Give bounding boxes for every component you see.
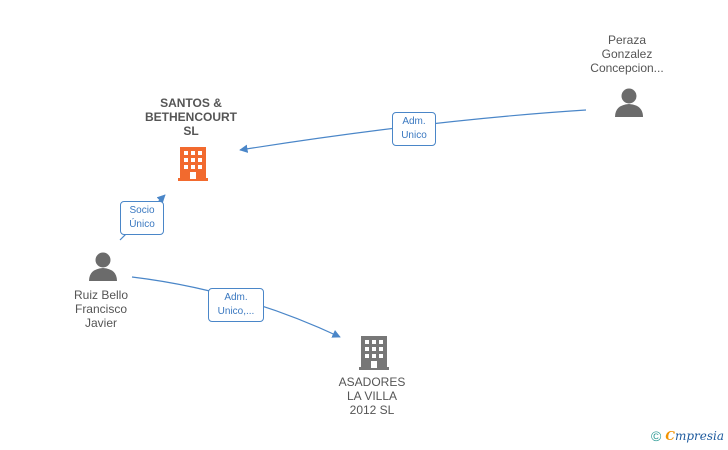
building-icon[interactable] [178, 147, 208, 181]
node-label-line: SL [183, 124, 199, 138]
brand-logo[interactable]: Cmpresia [665, 429, 724, 443]
edge-label-line: Unico,... [217, 306, 255, 317]
edge-label-line: Socio [129, 205, 155, 216]
building-icon[interactable] [359, 336, 389, 370]
node-label-line: Ruiz Bello [73, 288, 129, 302]
brand-logo-initial: C [665, 429, 675, 443]
node-label-ruiz[interactable]: Ruiz Bello Francisco Javier [51, 288, 151, 330]
node-label-peraza[interactable]: Peraza Gonzalez Concepcion... [574, 33, 680, 75]
node-label-line: Javier [84, 316, 117, 330]
node-label-line: SANTOS & [160, 96, 222, 110]
node-label-asadores[interactable]: ASADORES LA VILLA 2012 SL [322, 375, 422, 417]
edge-label-ruiz-santos[interactable]: Socio Único [120, 201, 164, 235]
copyright-icon: © [651, 428, 662, 444]
node-label-line: Peraza [607, 33, 647, 47]
node-label-line: Francisco [74, 302, 127, 316]
footer-brand: © Cmpresia [651, 428, 724, 444]
edge-label-line: Único [129, 219, 155, 230]
node-label-line: Concepcion... [590, 61, 664, 75]
edge-label-line: Adm. [402, 116, 426, 127]
edge-label-peraza-santos[interactable]: Adm. Unico [392, 112, 436, 146]
person-icon[interactable] [89, 252, 117, 282]
person-icon[interactable] [615, 88, 643, 118]
node-label-line: BETHENCOURT [145, 110, 237, 124]
edge-label-ruiz-asadores[interactable]: Adm. Unico,... [208, 288, 264, 322]
edge-label-line: Adm. [224, 292, 248, 303]
node-label-line: ASADORES [338, 375, 406, 389]
edge-label-line: Unico [401, 130, 427, 141]
node-label-line: LA VILLA [346, 389, 398, 403]
brand-logo-rest: mpresia [674, 429, 724, 443]
node-label-line: 2012 SL [349, 403, 395, 417]
node-label-santos[interactable]: SANTOS & BETHENCOURT SL [126, 96, 256, 138]
node-label-line: Gonzalez [601, 47, 653, 61]
